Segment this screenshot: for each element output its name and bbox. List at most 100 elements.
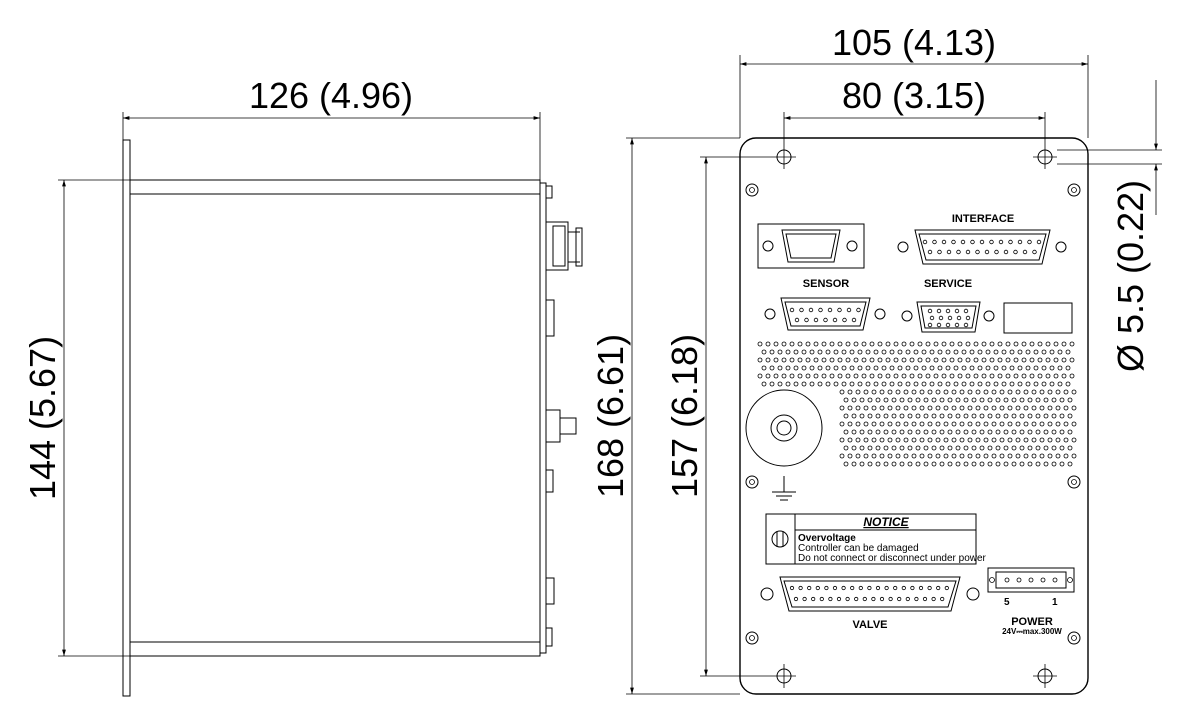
vent-hole — [877, 373, 883, 379]
vent-hole — [879, 389, 885, 395]
connector-pin — [984, 249, 990, 255]
vent-hole — [1039, 405, 1045, 411]
vent-hole — [917, 373, 923, 379]
vent-hole — [931, 413, 937, 419]
vent-hole — [859, 445, 865, 451]
connector-pin — [946, 249, 952, 255]
connector-pin — [1017, 239, 1023, 245]
vent-hole — [905, 365, 911, 371]
vent-hole — [957, 357, 963, 363]
vent-hole — [1067, 445, 1073, 451]
vent-hole — [789, 373, 795, 379]
vent-hole — [967, 453, 973, 459]
vent-hole — [821, 373, 827, 379]
vent-hole — [981, 357, 987, 363]
vent-hole — [813, 341, 819, 347]
sensor-connector: SENSOR — [764, 278, 886, 331]
vent-hole — [855, 453, 861, 459]
vent-hole — [951, 405, 957, 411]
vent-hole — [797, 373, 803, 379]
vent-hole — [845, 373, 851, 379]
vent-hole — [891, 445, 897, 451]
vent-hole — [853, 357, 859, 363]
vent-hole — [945, 365, 951, 371]
vent-hole — [757, 373, 763, 379]
vent-hole — [1043, 461, 1049, 467]
vent-hole — [1067, 397, 1073, 403]
vent-hole — [1027, 445, 1033, 451]
vent-hole — [1055, 453, 1061, 459]
hole-spacing-dimension: 80 (3.15) — [842, 75, 986, 116]
vent-hole — [879, 421, 885, 427]
vent-hole — [1059, 445, 1065, 451]
vent-hole — [919, 389, 925, 395]
vent-hole — [951, 453, 957, 459]
connector-pin — [936, 585, 941, 591]
vent-hole — [1049, 365, 1055, 371]
vent-hole — [999, 421, 1005, 427]
connector-pin — [808, 307, 814, 313]
connector-pin — [789, 585, 795, 591]
vent-hole — [1005, 373, 1011, 379]
vent-hole — [969, 381, 975, 387]
vent-hole — [873, 349, 879, 355]
vent-hole — [999, 389, 1005, 395]
vent-hole — [1057, 349, 1063, 355]
vent-hole — [943, 437, 949, 443]
vent-hole — [891, 429, 897, 435]
vent-hole — [857, 381, 863, 387]
vent-hole — [1009, 349, 1015, 355]
vent-hole — [973, 373, 979, 379]
connector-pin — [815, 585, 820, 591]
connector-pin — [897, 596, 902, 602]
hole-height-dimension: 157 (6.18) — [664, 334, 705, 498]
vent-hole — [999, 437, 1005, 443]
mounting-hole-bottom-left — [772, 664, 796, 688]
interface-connector: INTERFACE — [897, 213, 1067, 265]
vent-hole — [785, 365, 791, 371]
vent-hole — [1025, 381, 1031, 387]
vent-hole — [1039, 389, 1045, 395]
connector-pin — [927, 585, 932, 591]
vent-hole — [951, 389, 957, 395]
vent-hole — [907, 397, 913, 403]
vent-hole — [833, 381, 839, 387]
vent-hole — [915, 429, 921, 435]
connector-pin — [813, 317, 819, 323]
vent-hole — [1017, 349, 1023, 355]
vent-hole — [887, 453, 893, 459]
connector-pin — [1008, 239, 1013, 245]
vent-hole — [805, 373, 811, 379]
notice-line-3: Do not connect or disconnect under power — [798, 553, 987, 564]
vent-hole — [979, 397, 985, 403]
connector-pin — [947, 315, 953, 321]
vent-hole — [1003, 445, 1009, 451]
vent-hole — [1035, 445, 1041, 451]
vent-hole — [757, 341, 763, 347]
vent-hole — [1039, 437, 1045, 443]
connector-pin — [994, 249, 999, 255]
vent-hole — [889, 349, 895, 355]
vent-hole — [867, 413, 873, 419]
vent-hole — [891, 397, 897, 403]
side-height-dimension: 144 (5.67) — [22, 336, 63, 500]
vent-hole — [873, 381, 879, 387]
vent-hole — [869, 341, 875, 347]
vent-hole — [1029, 357, 1035, 363]
vent-hole — [971, 397, 977, 403]
vent-hole — [1047, 405, 1053, 411]
vent-hole — [975, 421, 981, 427]
vent-hole — [863, 421, 869, 427]
vent-hole — [989, 373, 995, 379]
vent-hole — [1003, 429, 1009, 435]
vent-hole — [921, 365, 927, 371]
vent-hole — [1035, 429, 1041, 435]
vent-hole — [983, 389, 989, 395]
vent-hole — [961, 365, 967, 371]
vent-hole — [805, 341, 811, 347]
vent-hole — [1001, 365, 1007, 371]
vent-hole — [867, 397, 873, 403]
power-pin — [1016, 577, 1022, 583]
vent-hole — [781, 373, 787, 379]
mounting-hole-top-right — [1033, 145, 1057, 169]
